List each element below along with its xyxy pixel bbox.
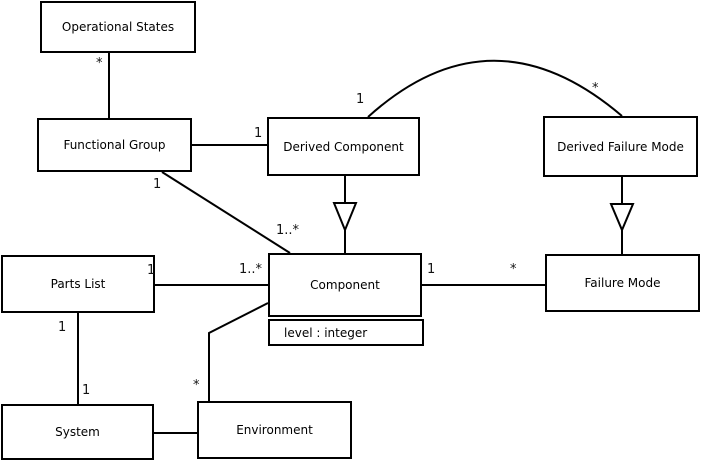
class-name: Derived Component: [283, 139, 404, 154]
class-name: System: [55, 425, 100, 439]
multiplicity-label: 1: [356, 92, 365, 107]
multiplicity-label: *: [96, 56, 103, 71]
multiplicity-label: *: [193, 378, 200, 393]
generalization-triangle-icon: [609, 203, 635, 233]
multiplicity-label: 1: [153, 177, 162, 192]
class-name: Environment: [236, 423, 313, 437]
class-box-functional-group: Functional Group: [37, 118, 192, 172]
class-box-component: Component: [268, 253, 422, 317]
association-functional-group-component: [161, 171, 291, 254]
generalization-triangle-icon: [332, 202, 358, 233]
class-box-operational-states: Operational States: [40, 1, 196, 53]
class-box-system: System: [1, 404, 154, 460]
multiplicity-label: *: [510, 262, 517, 277]
class-name: Failure Mode: [584, 276, 661, 290]
class-name: Functional Group: [63, 138, 166, 152]
class-name: Parts List: [50, 277, 106, 291]
association-derived-component-derived-failure-mode: [367, 59, 623, 118]
class-box-component-attributes: level : integer: [268, 319, 424, 346]
class-box-derived-component: Derived Component: [267, 117, 420, 176]
class-name: Derived Failure Mode: [557, 139, 684, 154]
class-box-environment: Environment: [197, 401, 352, 459]
class-name: Component: [310, 278, 380, 292]
class-attribute: level : integer: [284, 325, 368, 340]
class-name: Operational States: [61, 20, 175, 34]
multiplicity-label: 1: [147, 263, 156, 278]
multiplicity-label: *: [592, 81, 599, 96]
multiplicity-label: 1: [427, 262, 436, 277]
class-box-derived-failure-mode: Derived Failure Mode: [543, 116, 698, 177]
multiplicity-label: 1: [82, 383, 91, 398]
multiplicity-label: 1: [254, 126, 263, 141]
class-box-parts-list: Parts List: [1, 255, 155, 313]
multiplicity-label: 1..*: [239, 262, 263, 277]
association-environment-component: [208, 302, 269, 401]
multiplicity-label: 1: [58, 320, 67, 335]
multiplicity-label: 1..*: [276, 223, 300, 238]
class-box-failure-mode: Failure Mode: [545, 254, 700, 312]
